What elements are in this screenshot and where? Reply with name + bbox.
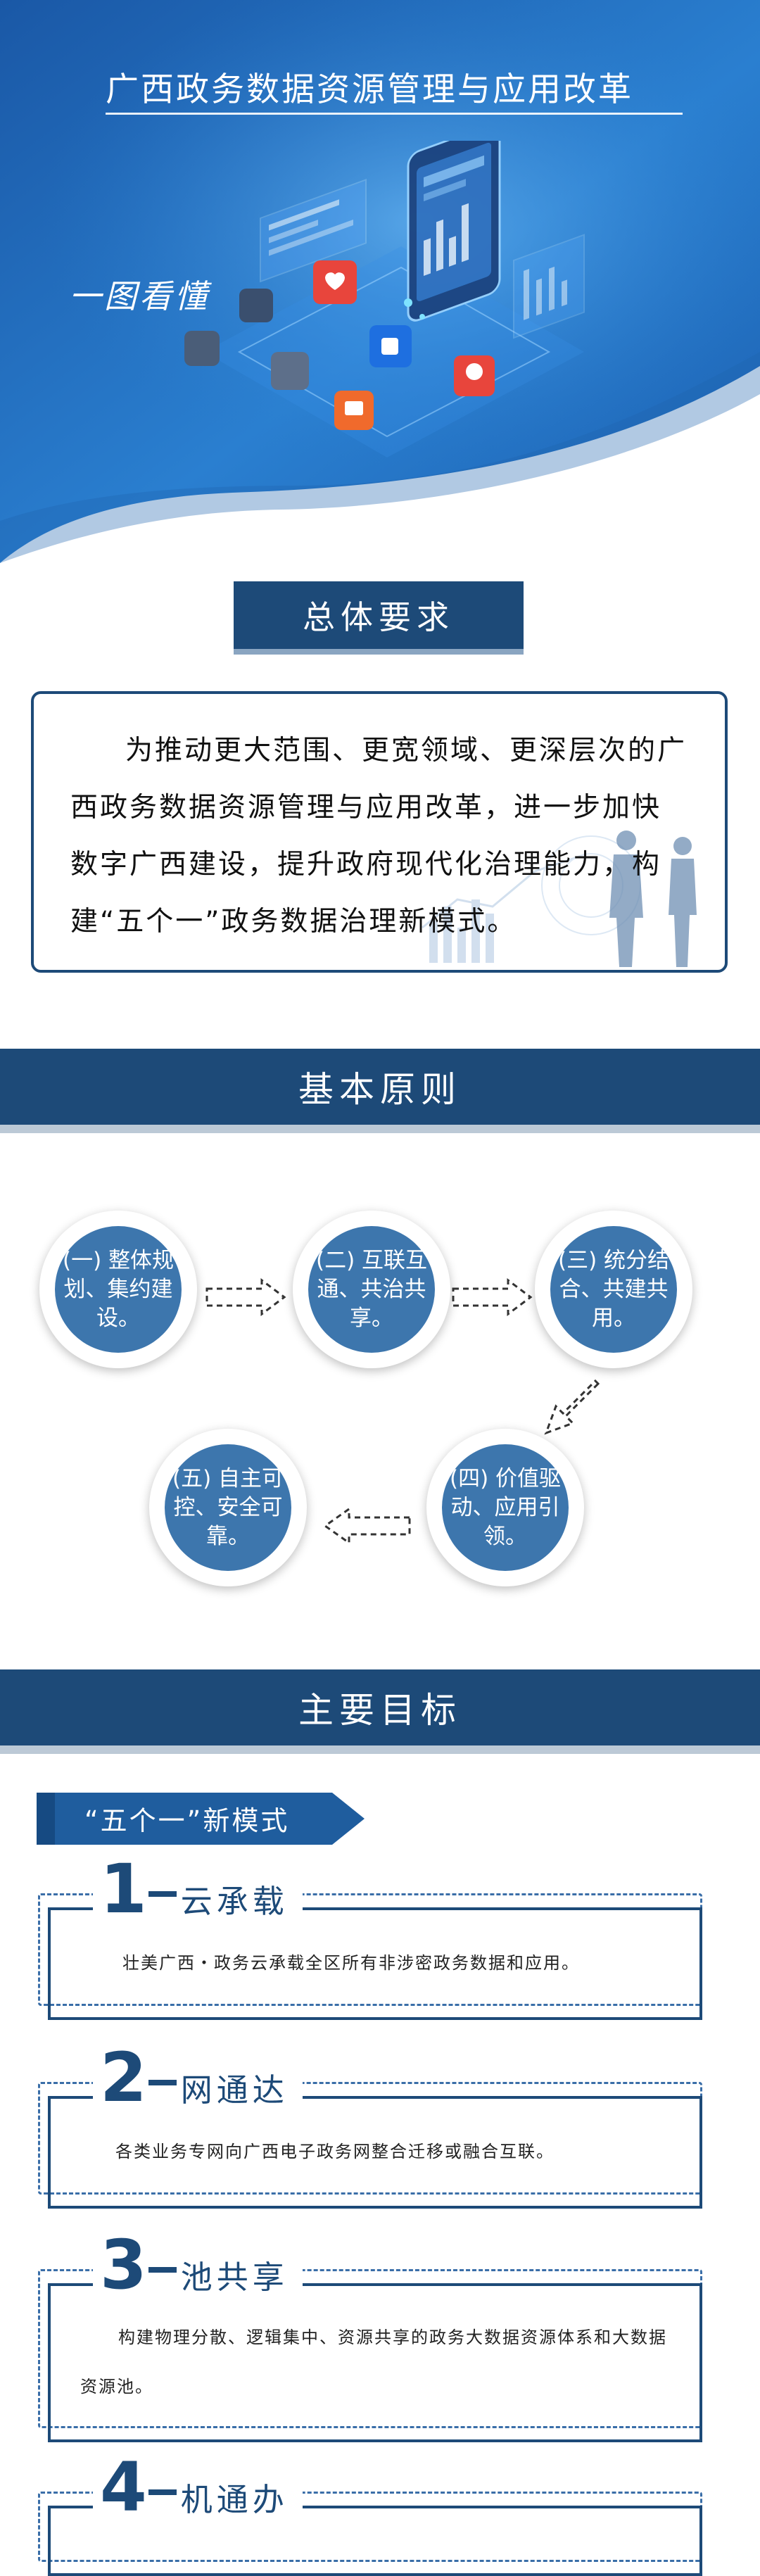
section-heading-principles: 基本原则 <box>0 1049 760 1125</box>
goal-number: 4 <box>100 2448 147 2527</box>
goal-title: 池共享 <box>180 2259 289 2296</box>
principle-5: (五) 自主可控、安全可靠。 <box>149 1429 307 1586</box>
ribbon-label: “五个一”新模式 <box>84 1805 290 1836</box>
goal-title: 网通达 <box>180 2071 289 2109</box>
goal-card-4: 4 机通办 <box>38 2452 702 2576</box>
section-divider <box>0 1745 760 1754</box>
heading-dash <box>148 2489 177 2495</box>
goal-description: 各类业务专网向广西电子政务网整合迁移或融合互联。 <box>115 2142 555 2161</box>
section-divider <box>0 1125 760 1133</box>
ribbon-tag <box>37 1793 365 1845</box>
overview-box: 为推动更大范围、更宽领域、更深层次的广西政务数据资源管理与应用改革，进一步加快数… <box>31 691 728 973</box>
heading-dash <box>148 1891 177 1897</box>
overview-text: 为推动更大范围、更宽领域、更深层次的广西政务数据资源管理与应用改革，进一步加快数… <box>70 735 688 937</box>
goal-heading: 2 网通达 <box>93 2043 303 2113</box>
goal-number: 3 <box>100 2225 147 2304</box>
goal-description: 构建物理分散、逻辑集中、资源共享的政务大数据资源体系和大数据资源池。 <box>80 2328 667 2397</box>
title-underline <box>106 113 683 115</box>
hero-banner: 广西政务数据资源管理与应用改革 一图看懂 <box>0 0 760 584</box>
page-subtitle: 一图看懂 <box>69 277 210 315</box>
goal-frame-inner <box>48 2096 702 2209</box>
section-heading-overview: 总体要求 <box>234 581 524 649</box>
hero-background <box>0 0 760 584</box>
goal-card-3: 3 池共享 构建物理分散、逻辑集中、资源共享的政务大数据资源体系和大数据资源池。 <box>38 2230 702 2442</box>
principle-4-label: (四) 价值驱动、应用引领。 <box>442 1444 569 1571</box>
page-title: 广西政务数据资源管理与应用改革 <box>106 70 633 109</box>
goal-frame-inner <box>48 2283 702 2442</box>
heading-dash <box>148 2080 177 2085</box>
arrow-left-icon <box>323 1507 411 1545</box>
goal-title: 云承载 <box>180 1883 289 1920</box>
goal-title: 机通办 <box>180 2481 289 2518</box>
principle-2: (二) 互联互通、共治共享。 <box>293 1211 450 1368</box>
heading-dash <box>148 2267 177 2273</box>
principle-2-label: (二) 互联互通、共治共享。 <box>308 1226 435 1353</box>
goal-heading: 1 云承载 <box>93 1854 303 1924</box>
principle-1: (一) 整体规划、集约建设。 <box>39 1211 197 1368</box>
goal-card-2: 2 网通达 各类业务专网向广西电子政务网整合迁移或融合互联。 <box>38 2043 702 2209</box>
arrow-right-icon <box>205 1278 286 1316</box>
goal-description: 壮美广西・政务云承载全区所有非涉密政务数据和应用。 <box>122 1953 580 1973</box>
data-platform-illustration <box>184 141 585 457</box>
goal-number: 1 <box>100 1850 147 1928</box>
principle-3-label: (三) 统分结合、共建共用。 <box>550 1226 677 1353</box>
principle-3: (三) 统分结合、共建共用。 <box>535 1211 692 1368</box>
arrow-down-left-icon <box>544 1379 600 1435</box>
principle-1-label: (一) 整体规划、集约建设。 <box>55 1226 182 1353</box>
arrow-right-icon <box>452 1278 533 1316</box>
goal-heading: 4 机通办 <box>93 2452 303 2523</box>
goal-heading: 3 池共享 <box>93 2230 303 2300</box>
goal-number: 2 <box>100 2038 147 2117</box>
goal-frame-inner <box>48 1907 702 2020</box>
goal-card-1: 1 云承载 壮美广西・政务云承载全区所有非涉密政务数据和应用。 <box>38 1854 702 2020</box>
principle-5-label: (五) 自主可控、安全可靠。 <box>165 1444 291 1571</box>
business-people-illustration <box>422 831 697 967</box>
principle-4: (四) 价值驱动、应用引领。 <box>426 1429 584 1586</box>
section-heading-goals: 主要目标 <box>0 1669 760 1745</box>
